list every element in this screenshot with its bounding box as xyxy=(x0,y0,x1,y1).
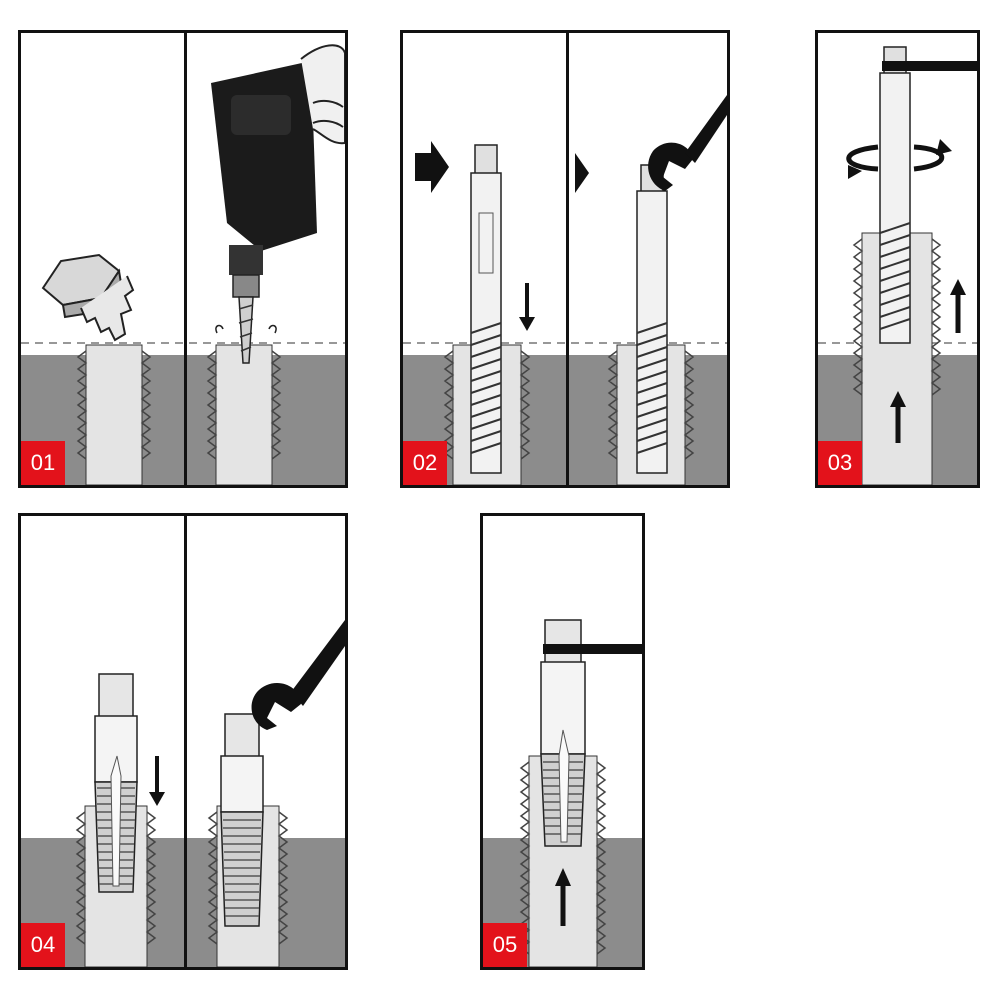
step-04-badge: 04 xyxy=(21,923,65,967)
wrench-icon xyxy=(648,95,727,191)
step-02-illustration xyxy=(403,95,727,485)
tap-tool-removing-icon xyxy=(540,619,586,847)
ground xyxy=(21,838,345,967)
step-03-illustration xyxy=(818,46,977,485)
step-05-illustration xyxy=(483,619,642,967)
step-03-badge: 03 xyxy=(818,441,862,485)
up-arrow-icon-2 xyxy=(890,391,906,443)
down-arrow-icon xyxy=(519,283,535,331)
threaded-hole-left xyxy=(76,344,152,485)
screw-extractor-icon xyxy=(470,144,502,474)
tap-tool-seated-icon xyxy=(220,713,264,927)
step-03-panel: 03 xyxy=(815,30,980,488)
metal-chips xyxy=(215,324,277,334)
push-arrow-icon xyxy=(415,141,449,193)
broken-bolt-head-icon xyxy=(41,253,135,342)
step-01-illustration xyxy=(21,44,345,485)
step-05-badge: 05 xyxy=(483,923,527,967)
up-arrow-icon xyxy=(555,868,571,926)
step-02-badge: 02 xyxy=(403,441,447,485)
step-04-panel: 04 xyxy=(18,513,348,970)
step-04-illustration xyxy=(21,620,345,967)
step-02-divider xyxy=(566,33,569,485)
screw-extractor-turning-icon xyxy=(879,46,911,344)
tap-wrench-handle-icon xyxy=(543,644,642,654)
up-arrow-icon xyxy=(950,279,966,333)
down-arrow-icon xyxy=(149,756,165,806)
step-04-divider xyxy=(184,516,187,967)
push-arrow-icon-2 xyxy=(575,153,589,193)
step-05-panel: 05 xyxy=(480,513,645,970)
threaded-hole-right xyxy=(206,344,282,485)
wrench-icon xyxy=(251,620,345,730)
step-01-divider xyxy=(184,33,187,485)
step-01-badge: 01 xyxy=(21,441,65,485)
ground xyxy=(21,355,345,485)
screw-extractor-seated-icon xyxy=(636,164,668,474)
power-drill-icon xyxy=(211,44,345,364)
tap-tool-icon xyxy=(94,673,138,893)
step-01-panel: 01 xyxy=(18,30,348,488)
tap-wrench-handle-icon xyxy=(882,61,977,71)
rotation-arrow-icon xyxy=(846,139,952,179)
step-02-panel: 02 xyxy=(400,30,730,488)
